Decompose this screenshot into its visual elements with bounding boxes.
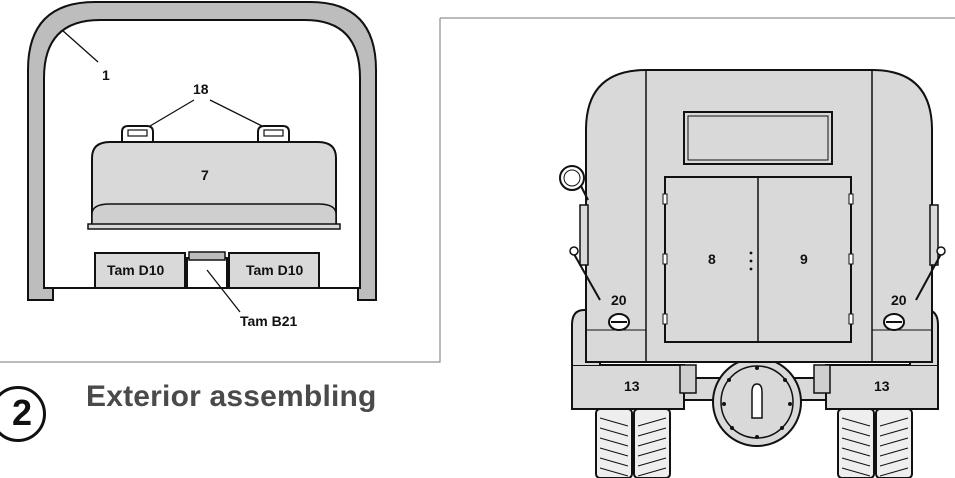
step-number: 2 — [12, 392, 33, 433]
left-panel-border — [0, 18, 441, 363]
block-right — [228, 252, 320, 289]
spring-right — [813, 364, 831, 394]
tyre-left-outer — [595, 408, 633, 478]
callout-part-right: Tam D10 — [246, 262, 304, 278]
handle-left — [121, 125, 154, 143]
callout-frame: 1 — [102, 67, 110, 83]
door-lock-icon — [749, 251, 753, 271]
box-7-lip — [87, 223, 341, 230]
spring-left — [679, 364, 697, 394]
differential-bolts — [722, 366, 792, 439]
handle-left-grip — [127, 129, 148, 137]
box-7-base — [91, 203, 337, 227]
door-hinges — [662, 193, 854, 325]
leader-handle-left — [149, 99, 195, 127]
left-view: 1 18 7 Tam D10 Tam D10 Tam B21 — [27, 1, 377, 329]
rear-window-inner — [687, 115, 829, 161]
callout-door-left: 8 — [708, 251, 716, 267]
leader-frame — [61, 29, 99, 63]
rod-left — [573, 253, 601, 301]
callout-center-part: Tam B21 — [240, 313, 298, 329]
differential-plug — [751, 383, 763, 419]
leader-center-part — [206, 269, 241, 313]
step-badge — [0, 386, 46, 442]
fender-left — [571, 364, 685, 410]
callout-part-left: Tam D10 — [107, 262, 165, 278]
rear-window — [683, 111, 833, 165]
handle-right — [257, 125, 290, 143]
tyre-right-inner — [837, 408, 875, 478]
block-center-cap — [188, 251, 226, 261]
handle-right-grip — [263, 129, 284, 137]
callout-light-left: 20 — [611, 292, 627, 308]
side-bracket-right — [929, 204, 939, 266]
callout-light-right: 20 — [891, 292, 907, 308]
side-bracket-left — [579, 204, 589, 266]
tyre-right-outer — [875, 408, 913, 478]
callout-fender-right: 13 — [874, 378, 890, 394]
rod-right — [915, 253, 942, 301]
block-center — [186, 257, 228, 289]
leader-handle-right — [209, 99, 263, 127]
callout-door-right: 9 — [800, 251, 808, 267]
rod-left-tip — [569, 246, 579, 256]
tyre-left-inner — [633, 408, 671, 478]
mirror-rim — [563, 169, 581, 187]
rod-right-tip — [936, 246, 946, 256]
callout-fender-left: 13 — [624, 378, 640, 394]
step-title: Exterior assembling — [86, 380, 377, 413]
block-left — [94, 252, 186, 289]
right-view: 8 9 20 20 13 13 — [559, 69, 946, 478]
tyre-treads — [599, 417, 909, 477]
callout-box: 7 — [201, 167, 209, 183]
callout-handles: 18 — [193, 81, 209, 97]
fender-right — [825, 364, 939, 410]
